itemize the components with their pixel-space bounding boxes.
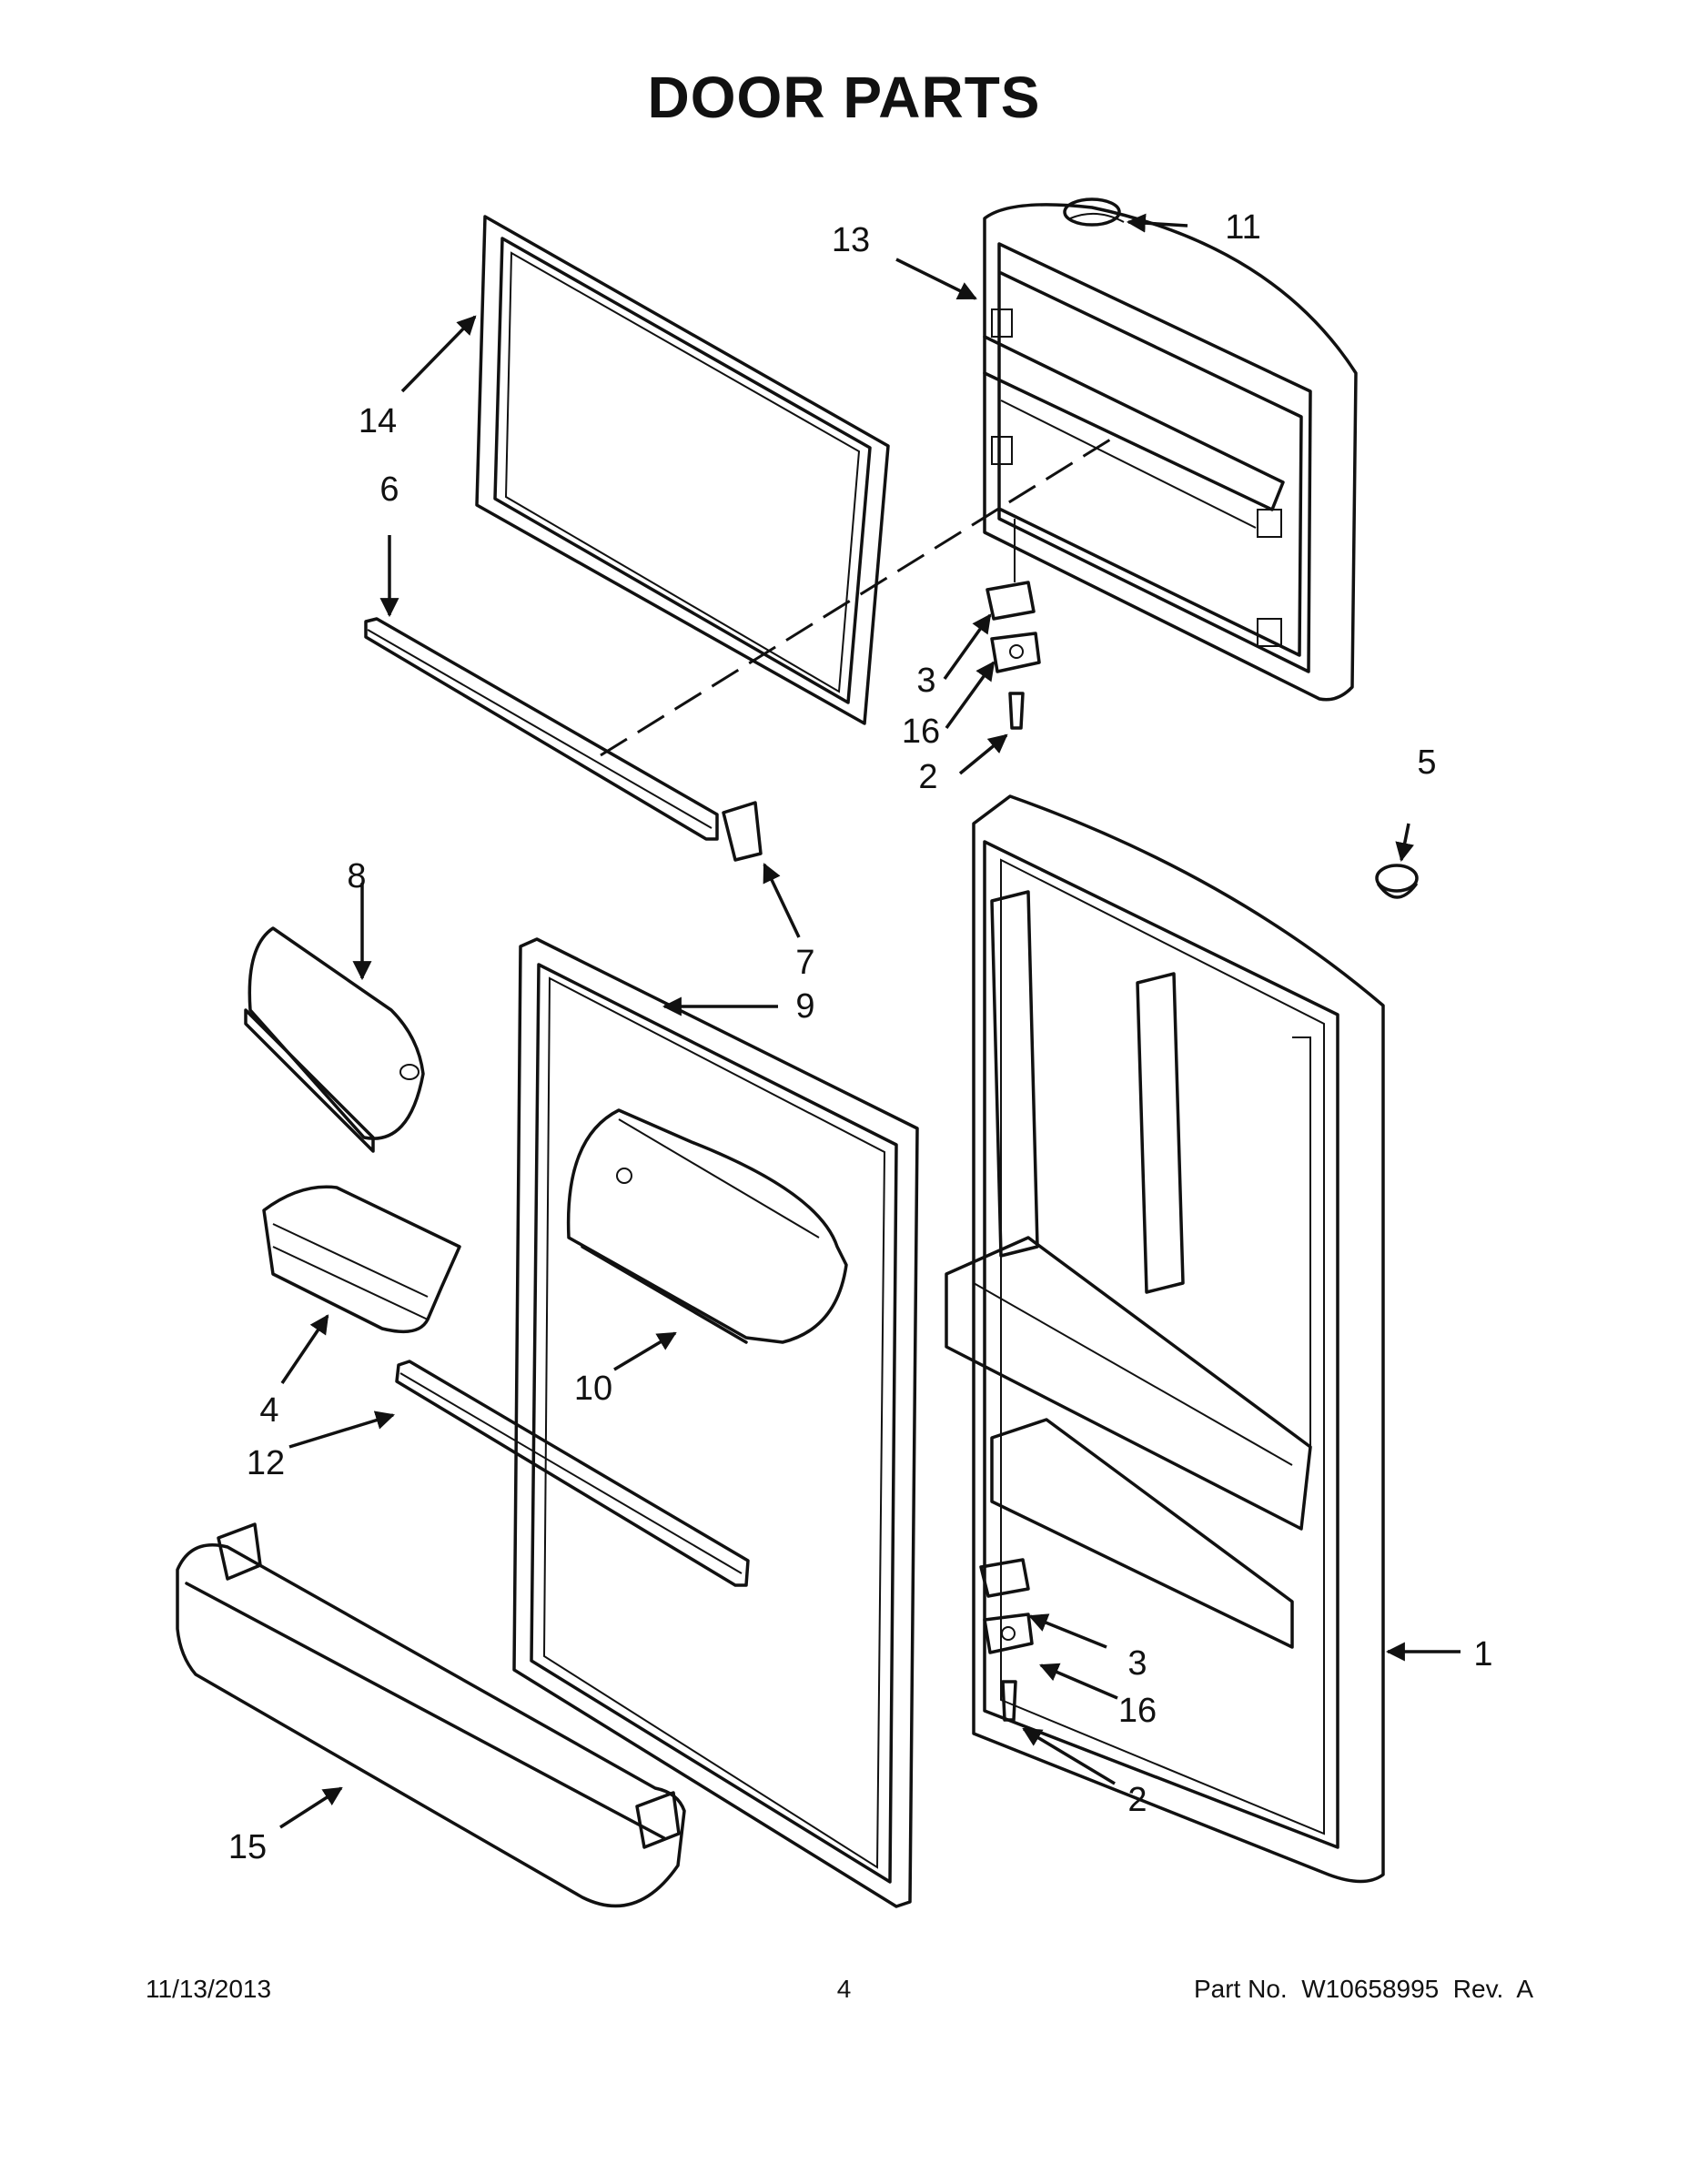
footer-date: 11/13/2013 (146, 1975, 272, 2003)
footer-page-number: 4 (836, 1975, 852, 2003)
callout-5: 5 (1417, 743, 1436, 782)
fresh-food-door-gasket (512, 937, 919, 1908)
callout-2-upper: 2 (918, 758, 937, 796)
callout-7: 7 (795, 944, 814, 982)
freezer-door (983, 203, 1358, 702)
freezer-door-trim (364, 617, 719, 841)
callout-15: 15 (228, 1828, 267, 1866)
callout-3-upper: 3 (916, 662, 935, 700)
page-title: DOOR PARTS (647, 65, 1041, 130)
dairy-door-cover (244, 926, 425, 1153)
door-plug (1063, 197, 1121, 227)
callout-11: 11 (1225, 208, 1260, 247)
footer-part-number: Part No. W10658995 Rev. A (1193, 1975, 1533, 2003)
callout-3-lower: 3 (1127, 1644, 1147, 1683)
hinge-cap (1375, 864, 1419, 899)
freezer-door-gasket (475, 215, 890, 725)
callout-12: 12 (247, 1444, 285, 1482)
callout-4: 4 (259, 1391, 278, 1430)
large-door-bin (176, 1522, 686, 1908)
small-door-bin (262, 1185, 461, 1334)
callout-9: 9 (795, 987, 814, 1026)
fresh-food-door-trim (395, 1360, 750, 1587)
lower-hinge-assembly (979, 1558, 1034, 1722)
callout-1: 1 (1473, 1635, 1492, 1673)
callout-8: 8 (347, 857, 366, 895)
alignment-line (600, 435, 1116, 757)
callout-16-upper: 16 (902, 713, 940, 751)
callout-10: 10 (574, 1370, 612, 1408)
callout-14: 14 (359, 402, 397, 440)
callout-6: 6 (379, 470, 399, 509)
callout-2-lower: 2 (1127, 1781, 1147, 1819)
callout-13: 13 (832, 221, 870, 259)
fresh-food-door (945, 794, 1385, 1884)
callout-labels: 11 13 14 6 3 16 2 5 7 8 9 10 4 12 3 16 2… (228, 208, 1493, 1866)
callout-pointers (279, 213, 1461, 1829)
trim-end-cap (722, 801, 763, 862)
upper-hinge-assembly (986, 581, 1041, 730)
callout-16-lower: 16 (1118, 1692, 1157, 1730)
dairy-bin (566, 1108, 848, 1344)
